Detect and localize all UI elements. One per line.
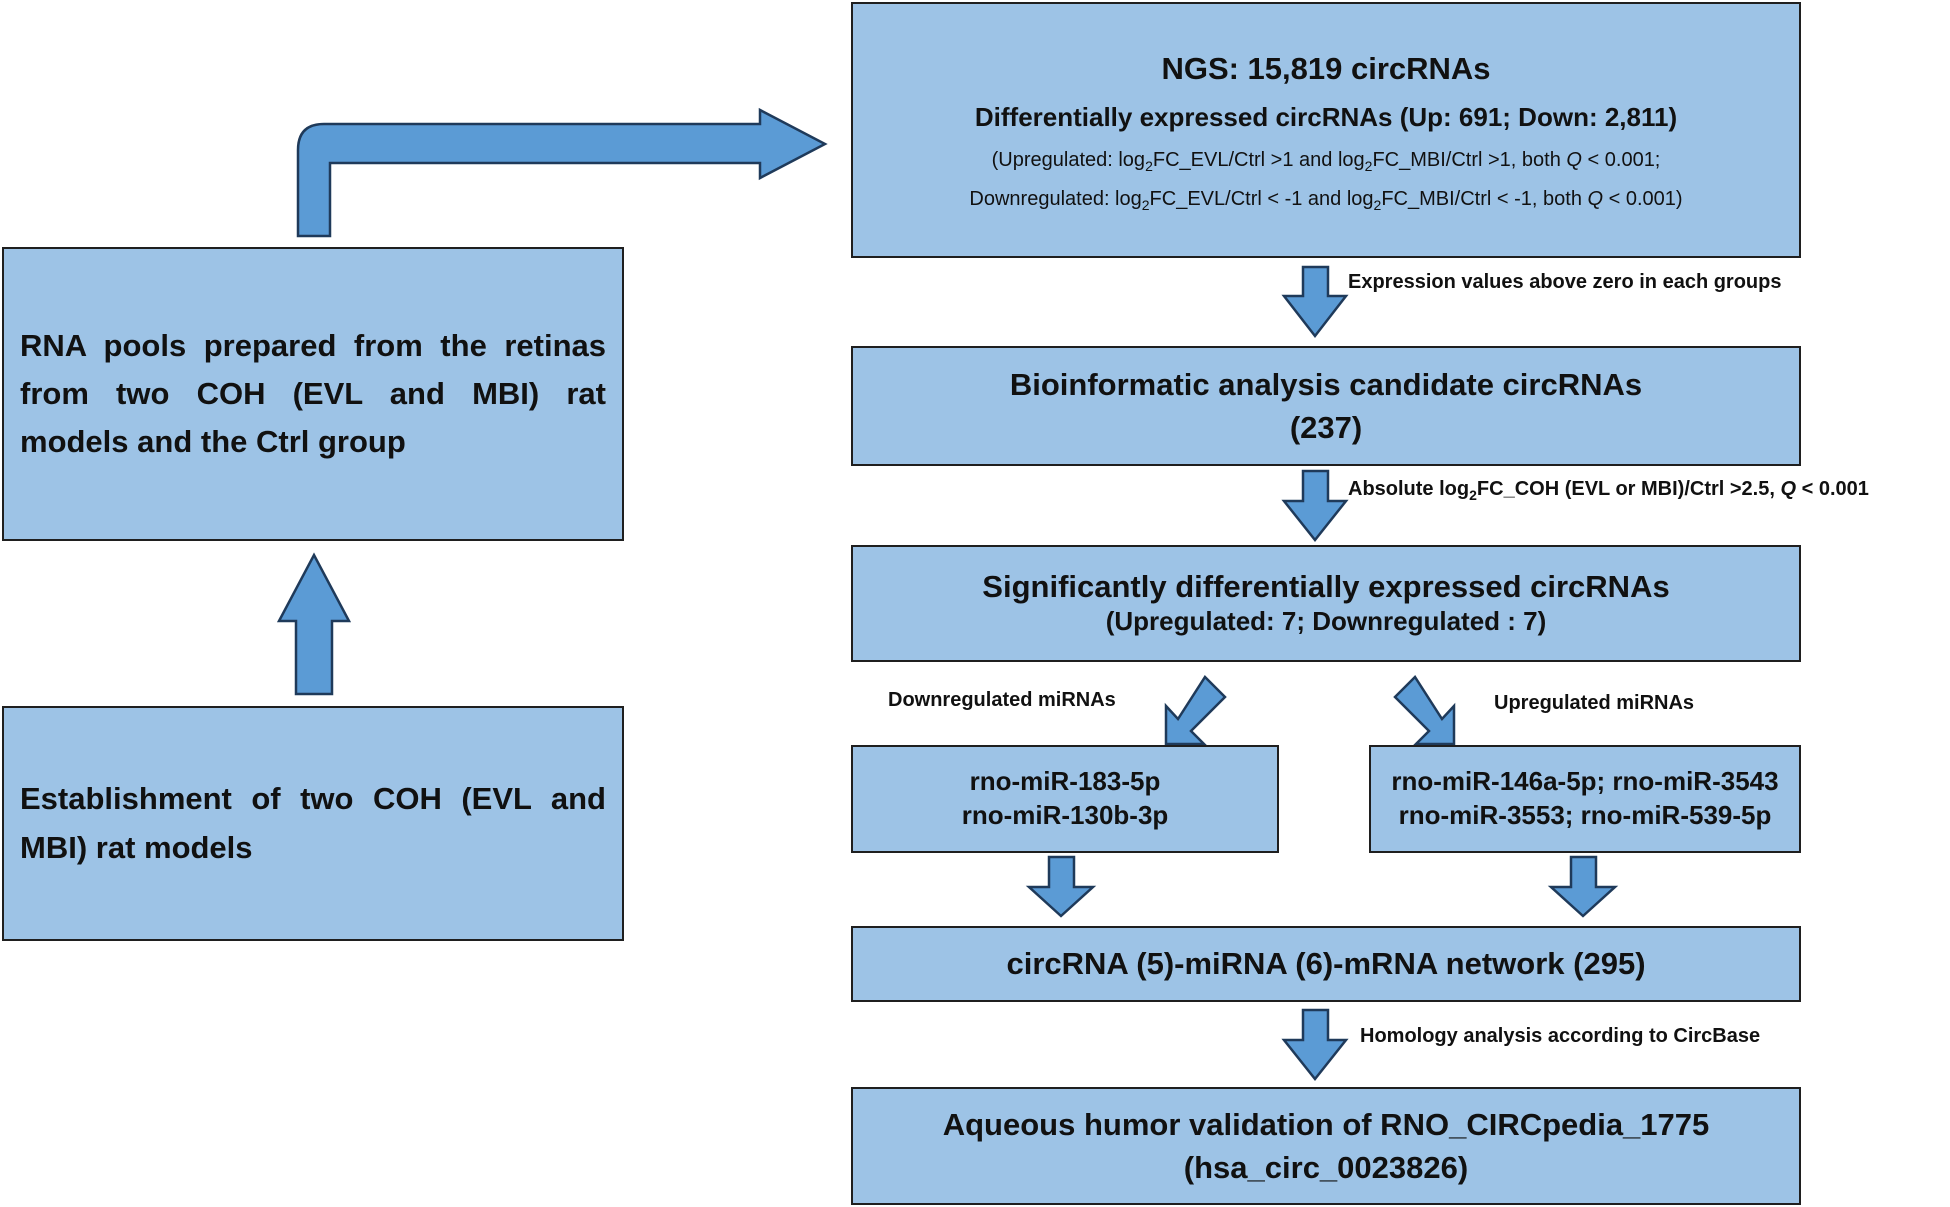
aqueous-box: Aqueous humor validation of RNO_CIRCpedi…: [851, 1087, 1801, 1205]
ngs-title: NGS: 15,819 circRNAs: [1161, 51, 1491, 87]
downregulated-mirna-box: rno-miR-183-5p rno-miR-130b-3p: [851, 745, 1279, 853]
bioinformatic-title: Bioinformatic analysis candidate circRNA…: [1009, 366, 1643, 402]
elbow-arrow: [296, 107, 828, 238]
mirna-down-2: rno-miR-130b-3p: [961, 800, 1169, 830]
down-arrow-1: [1281, 265, 1349, 339]
homology-label: Homology analysis according to CircBase: [1360, 1025, 1761, 1047]
ngs-downregulated-criteria: Downregulated: log2FC_EVL/Ctrl < -1 and …: [969, 187, 1683, 213]
ngs-upregulated-criteria: (Upregulated: log2FC_EVL/Ctrl >1 and log…: [991, 148, 1661, 174]
significant-title: Significantly differentially expressed c…: [982, 569, 1670, 604]
network-box: circRNA (5)-miRNA (6)-mRNA network (295): [851, 926, 1801, 1002]
upregulated-mirnas-label: Upregulated miRNAs: [1494, 692, 1695, 714]
absolute-label: Absolute log2FC_COH (EVL or MBI)/Ctrl >2…: [1348, 478, 1869, 503]
establishment-box: Establishment of two COH (EVL and MBI) r…: [2, 706, 624, 941]
expression-label: Expression values above zero in each gro…: [1348, 271, 1782, 293]
up-arrow: [276, 552, 352, 696]
down-arrow-3: [1025, 855, 1097, 918]
down-arrow-5: [1281, 1008, 1349, 1082]
rna-pools-box: RNA pools prepared from the retinas from…: [2, 247, 624, 541]
establishment-text: Establishment of two COH (EVL and MBI) r…: [20, 781, 606, 865]
upregulated-mirna-box: rno-miR-146a-5p; rno-miR-3543 rno-miR-35…: [1369, 745, 1801, 853]
significant-counts: (Upregulated: 7; Downregulated : 7): [1105, 606, 1547, 637]
mirna-down-1: rno-miR-183-5p: [969, 766, 1161, 797]
aqueous-title: Aqueous humor validation of RNO_CIRCpedi…: [942, 1106, 1710, 1142]
mirna-up-1: rno-miR-146a-5p; rno-miR-3543: [1391, 766, 1779, 797]
bioinformatic-count: (237): [1289, 410, 1363, 445]
aqueous-id: (hsa_circ_0023826): [1183, 1150, 1469, 1185]
downregulated-mirnas-label: Downregulated miRNAs: [888, 689, 1116, 711]
ngs-subtitle: Differentially expressed circRNAs (Up: 6…: [974, 101, 1678, 132]
bioinformatic-box: Bioinformatic analysis candidate circRNA…: [851, 346, 1801, 466]
rna-pools-text: RNA pools prepared from the retinas from…: [20, 327, 606, 460]
network-text: circRNA (5)-miRNA (6)-mRNA network (295): [1006, 946, 1646, 982]
significant-box: Significantly differentially expressed c…: [851, 545, 1801, 662]
ngs-box: NGS: 15,819 circRNAs Differentially expr…: [851, 2, 1801, 258]
down-arrow-2: [1281, 469, 1349, 543]
mirna-up-2: rno-miR-3553; rno-miR-539-5p: [1398, 800, 1772, 830]
diag-arrow-right: [1393, 675, 1456, 746]
diag-arrow-left: [1164, 675, 1227, 746]
down-arrow-4: [1547, 855, 1619, 918]
